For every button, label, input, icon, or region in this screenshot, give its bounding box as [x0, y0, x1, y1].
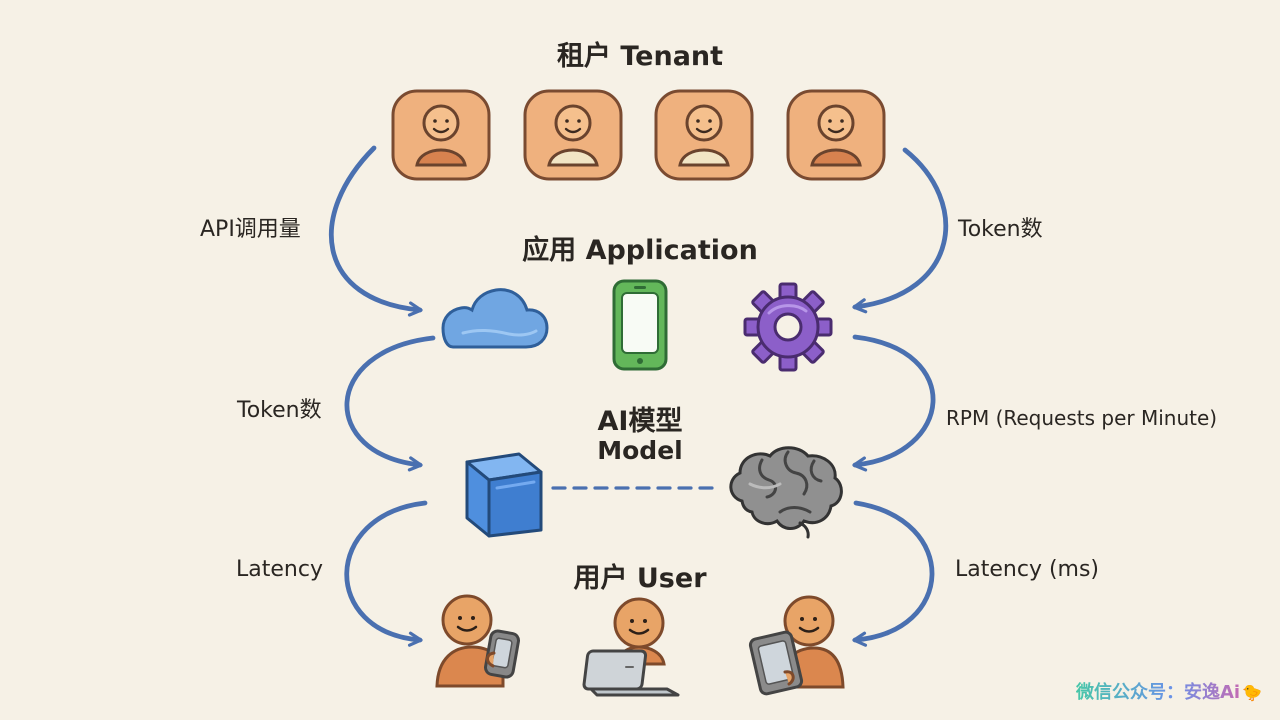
cube-icon — [465, 452, 543, 538]
gear-icon — [743, 282, 833, 372]
arrow-application-left — [344, 335, 436, 472]
model-title: AI模型 Model — [0, 406, 1280, 466]
duck-icon: 🐤 — [1242, 683, 1262, 702]
application-title: 应用 Application — [522, 235, 758, 266]
watermark-text: 微信公众号：安逸Ai — [1075, 682, 1241, 703]
tenant-avatar-icon — [786, 89, 886, 181]
model-title-zh: AI模型 — [597, 406, 683, 437]
arrow-tenant-left — [328, 145, 423, 317]
brain-icon — [729, 446, 843, 539]
tenant-avatar-icon — [523, 89, 623, 181]
metric-token-count-middle: Token数 — [237, 398, 322, 423]
metric-rpm: RPM (Requests per Minute) — [946, 406, 1218, 430]
user-with-phone-icon — [435, 594, 520, 688]
arrow-model-right — [852, 500, 935, 647]
user-with-laptop-icon — [582, 597, 680, 697]
user-title: 用户 User — [573, 563, 707, 594]
watermark: 微信公众号：安逸Ai🐤 — [1076, 678, 1262, 704]
tenant-avatar-icon — [654, 89, 754, 181]
arrow-application-right — [852, 334, 936, 472]
tenant-avatar-icon — [391, 89, 491, 181]
metric-latency-left: Latency — [236, 557, 323, 582]
metric-api-call-volume: API调用量 — [200, 217, 301, 242]
user-with-tablet-icon — [748, 595, 845, 696]
metric-token-count-top: Token数 — [958, 217, 1043, 242]
tenant-title: 租户 Tenant — [556, 41, 724, 72]
arrow-tenant-right — [852, 147, 949, 314]
model-title-en: Model — [597, 436, 683, 466]
arrow-model-left — [344, 500, 428, 647]
phone-icon — [612, 279, 668, 371]
metric-latency-right: Latency (ms) — [955, 557, 1100, 582]
cloud-icon — [441, 288, 549, 349]
